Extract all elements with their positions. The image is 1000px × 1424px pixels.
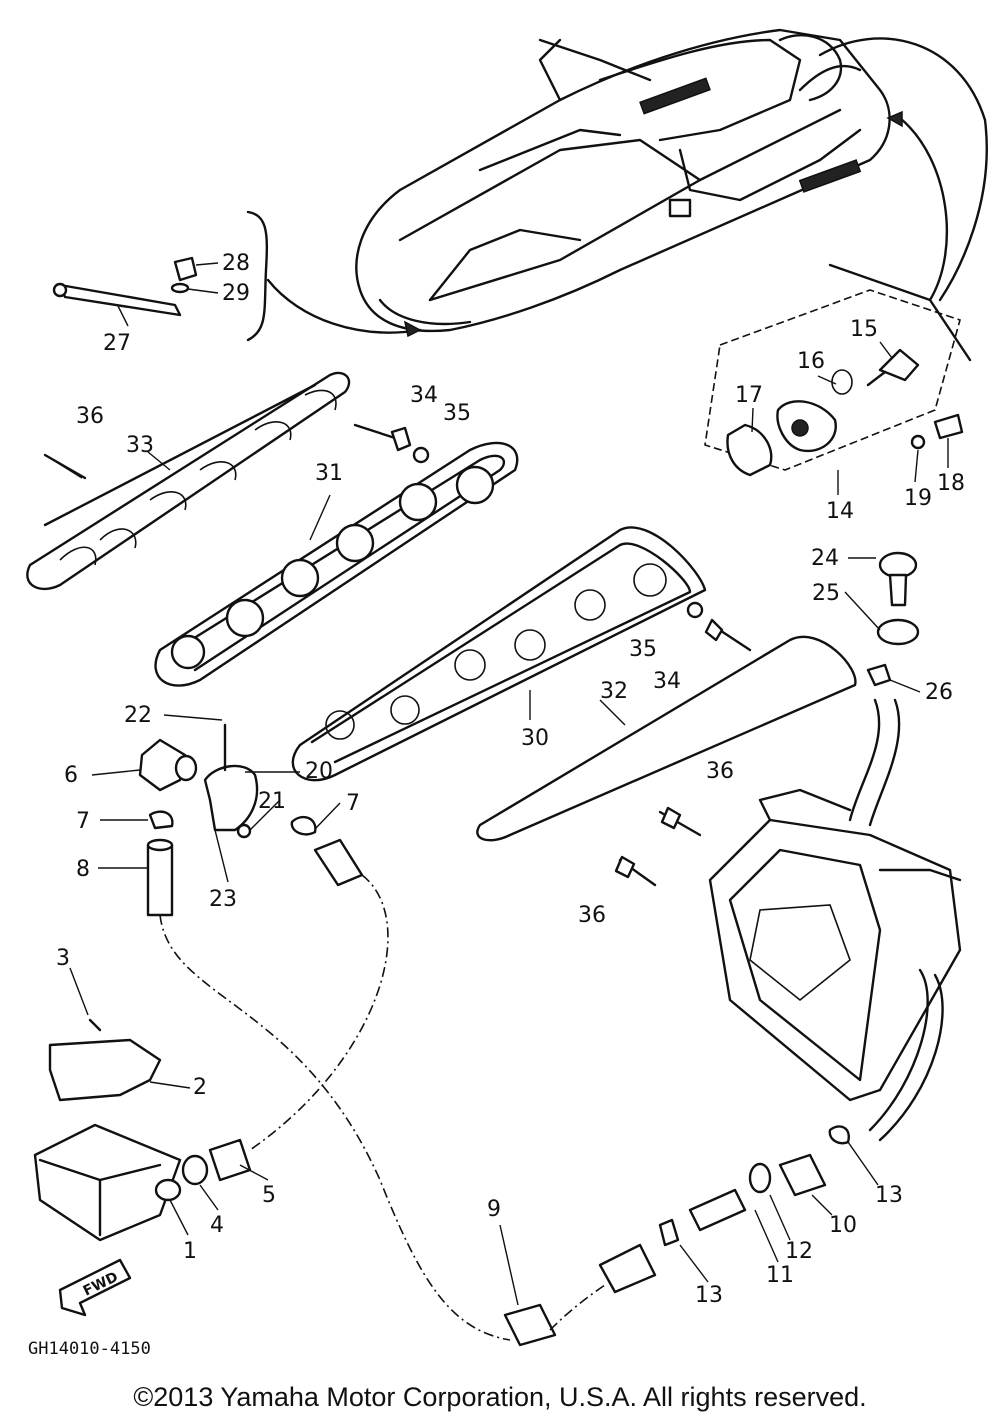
callout-27: 27	[103, 331, 131, 356]
leader-lines	[69, 341, 949, 1306]
arrow-to-hull-right	[898, 116, 948, 302]
callouts: 1 2 3 4 5 6 7 7 8 9 10 11 12 13 13 14 15…	[56, 251, 965, 1308]
callout-4: 4	[210, 1213, 224, 1238]
callout-21: 21	[258, 789, 286, 814]
part-31-grate	[154, 441, 519, 687]
fasteners	[353, 423, 752, 887]
callout-36a: 36	[76, 404, 104, 429]
callout-20: 20	[305, 759, 333, 784]
part-33-cover	[26, 371, 351, 591]
callout-34b: 34	[653, 669, 681, 694]
callout-25: 25	[812, 581, 840, 606]
callout-26: 26	[925, 680, 953, 705]
callout-14: 14	[826, 499, 854, 524]
callout-13b: 13	[695, 1283, 723, 1308]
callout-12: 12	[785, 1239, 813, 1264]
callout-33: 33	[126, 433, 154, 458]
part-30-plate	[291, 526, 707, 782]
hose-route-1	[159, 914, 511, 1341]
callout-5: 5	[262, 1183, 276, 1208]
callout-24: 24	[811, 546, 839, 571]
callout-9: 9	[487, 1197, 501, 1222]
callout-15: 15	[850, 317, 878, 342]
callout-30: 30	[521, 726, 549, 751]
callout-29: 29	[222, 281, 250, 306]
watercraft-hull	[355, 28, 891, 333]
callout-31: 31	[315, 461, 343, 486]
callout-11: 11	[766, 1263, 794, 1288]
callout-10: 10	[829, 1213, 857, 1238]
hose-route-3	[549, 1284, 606, 1331]
parts-24-26	[866, 551, 920, 687]
parts-9-13	[503, 1125, 850, 1347]
callout-1: 1	[183, 1239, 197, 1264]
callout-35b: 35	[629, 637, 657, 662]
callout-32: 32	[600, 679, 628, 704]
callout-7a: 7	[76, 809, 90, 834]
hose-route-2	[249, 874, 389, 1151]
callout-3: 3	[56, 946, 70, 971]
part-32-strip	[476, 635, 857, 842]
callout-7b: 7	[346, 791, 360, 816]
parts-1-5	[33, 1018, 252, 1242]
drawing-code: GH14010-4150	[28, 1339, 151, 1359]
callout-8: 8	[76, 857, 90, 882]
fwd-arrow: FWD	[58, 1258, 132, 1317]
callout-18: 18	[937, 471, 965, 496]
pump-housing	[708, 698, 962, 1142]
callout-16: 16	[797, 349, 825, 374]
callout-17: 17	[735, 383, 763, 408]
callout-36b: 36	[706, 759, 734, 784]
callout-36c: 36	[578, 903, 606, 928]
callout-22: 22	[124, 703, 152, 728]
copyright-notice: ©2013 Yamaha Motor Corporation, U.S.A. A…	[133, 1382, 867, 1412]
callout-35a: 35	[443, 401, 471, 426]
callout-28: 28	[222, 251, 250, 276]
callout-34a: 34	[410, 383, 438, 408]
parts-6-8-20-23	[138, 723, 364, 917]
parts-box-14-19	[704, 263, 972, 495]
callout-6: 6	[64, 763, 78, 788]
callout-19: 19	[904, 486, 932, 511]
bracket-group-27-29	[52, 210, 269, 342]
callout-23: 23	[209, 887, 237, 912]
callout-2: 2	[193, 1075, 207, 1100]
callout-13a: 13	[875, 1183, 903, 1208]
arrow-to-hull-left	[266, 278, 422, 334]
